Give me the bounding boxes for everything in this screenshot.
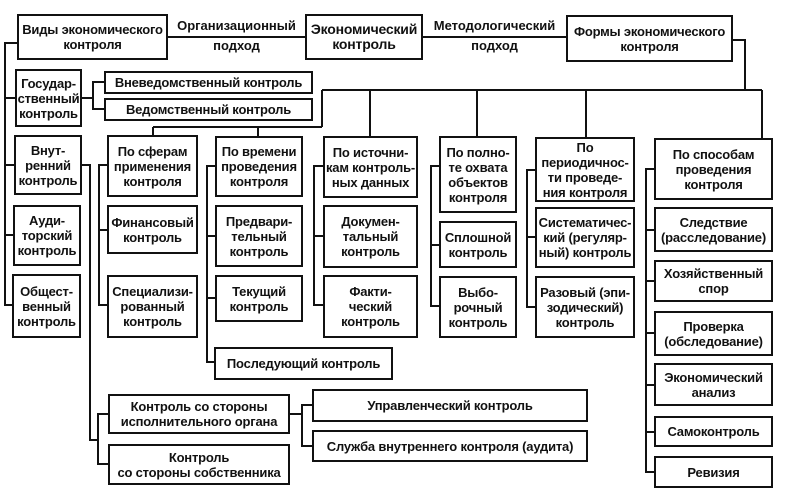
executive-body-control-box: Контроль со стороны исполнительного орга… bbox=[108, 394, 290, 434]
owner-control-box: Контроль со стороны собственника bbox=[108, 444, 290, 485]
economic-dispute-box: Хозяйственный спор bbox=[654, 260, 773, 302]
public-control-box: Общест- венный контроль bbox=[12, 274, 81, 338]
continuous-control-box: Сплошной контроль bbox=[439, 221, 517, 268]
by-method-box: По способам проведения контроля bbox=[654, 138, 773, 200]
extradepartmental-control-box: Вневедомственный контроль bbox=[104, 71, 313, 94]
current-control-box: Текущий контроль bbox=[215, 275, 303, 322]
economic-analysis-box: Экономический анализ bbox=[654, 363, 773, 406]
selective-control-box: Выбо- рочный контроль bbox=[439, 276, 517, 338]
investigation-box: Следствие (расследование) bbox=[654, 207, 773, 252]
audit-control-box: Ауди- торский контроль bbox=[13, 205, 81, 266]
economic-control-box: Экономический контроль bbox=[305, 14, 423, 60]
organizational-approach-label: Организационный подход bbox=[177, 18, 296, 53]
inspection-box: Проверка (обследование) bbox=[654, 311, 773, 356]
methodological-approach-label: Методологический подход bbox=[433, 18, 556, 53]
by-sphere-box: По сферам применения контроля bbox=[107, 135, 198, 197]
systematic-control-box: Систематичес- кий (регуляр- ный) контрол… bbox=[535, 207, 635, 268]
self-control-box: Самоконтроль bbox=[654, 416, 773, 447]
preliminary-control-box: Предвари- тельный контроль bbox=[215, 205, 303, 267]
by-source-box: По источни- кам контроль- ных данных bbox=[323, 136, 418, 198]
by-periodicity-box: По периодичнос- ти проведе- ния контроля bbox=[535, 137, 635, 202]
by-coverage-box: По полно- те охвата объектов контроля bbox=[439, 136, 517, 213]
managerial-control-box: Управленческий контроль bbox=[312, 389, 588, 422]
specialized-control-box: Специализи- рованный контроль bbox=[107, 275, 198, 338]
internal-control-box: Внут- ренний контроль bbox=[14, 135, 82, 195]
by-time-box: По времени проведения контроля bbox=[215, 136, 303, 197]
financial-control-box: Финансовый контроль bbox=[107, 205, 198, 254]
factual-control-box: Факти- ческий контроль bbox=[323, 275, 418, 338]
documentary-control-box: Докумен- тальный контроль bbox=[323, 205, 418, 268]
departmental-control-box: Ведомственный контроль bbox=[104, 98, 313, 121]
one-time-control-box: Разовый (эпи- зодический) контроль bbox=[535, 276, 635, 338]
forms-of-control-box: Формы экономического контроля bbox=[566, 15, 733, 62]
state-control-box: Государ- ственный контроль bbox=[15, 69, 82, 127]
internal-audit-service-box: Служба внутреннего контроля (аудита) bbox=[312, 430, 588, 462]
revision-box: Ревизия bbox=[654, 456, 773, 488]
subsequent-control-box: Последующий контроль bbox=[214, 347, 393, 380]
types-of-control-box: Виды экономического контроля bbox=[17, 14, 168, 60]
